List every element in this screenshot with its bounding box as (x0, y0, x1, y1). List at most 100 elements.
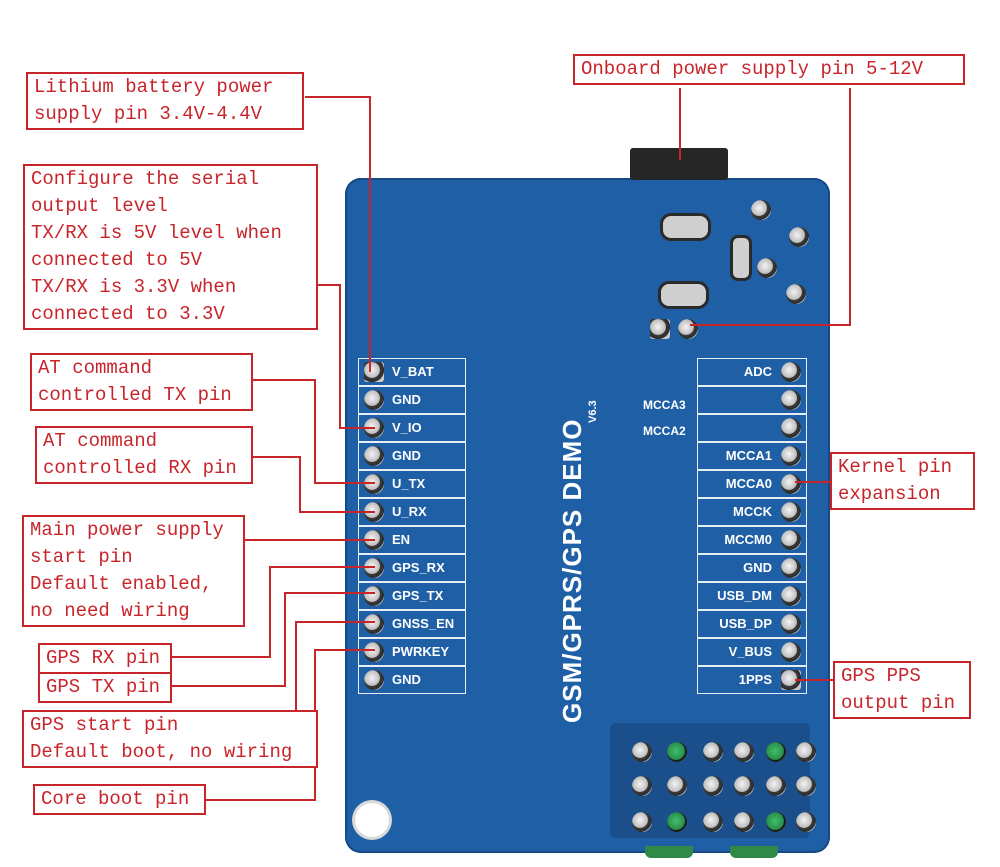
right-pin-row: MCCA0 (697, 470, 807, 498)
right-pin-row: MCCM0 (697, 526, 807, 554)
left-pin-row: GND (358, 386, 466, 414)
pin-label: EN (392, 532, 411, 547)
connector-pad (632, 812, 652, 832)
pin-pad (364, 642, 384, 662)
left-pin-row: GND (358, 666, 466, 694)
pin-pad (781, 418, 801, 438)
pin-label: V_BAT (392, 364, 434, 379)
pin-pad (364, 670, 384, 690)
slot-pad (658, 281, 709, 309)
pin-pad (364, 614, 384, 634)
connector-pad (734, 742, 754, 762)
leader-at-tx (253, 379, 375, 484)
pin-label: GND (392, 392, 421, 407)
callout-gps-start: GPS start pin Default boot, no wiring (22, 710, 318, 768)
pin-label: U_TX (392, 476, 426, 491)
left-pin-row: U_TX (358, 470, 466, 498)
connector-pad (766, 812, 786, 832)
pin-label: MCCK (733, 504, 772, 519)
pin-label: MCCA1 (725, 448, 772, 463)
pin-label: 1PPS (738, 672, 772, 687)
pin-pad (781, 446, 801, 466)
right-pin-row: USB_DP (697, 610, 807, 638)
connector-pad (796, 776, 816, 796)
callout-at-rx: AT command controlled RX pin (35, 426, 253, 484)
right-pin-row (697, 386, 807, 414)
slot-pad (730, 235, 752, 281)
left-pin-row: PWRKEY (358, 638, 466, 666)
connector-pad (766, 742, 786, 762)
right-pin-row: MCCA1 (697, 442, 807, 470)
pin-label: V_IO (392, 420, 422, 435)
connector-pad (766, 776, 786, 796)
pin-pad (781, 558, 801, 578)
leader-gps-rx (172, 566, 375, 658)
callout-onboard-power: Onboard power supply pin 5-12V (573, 54, 965, 85)
right-pin-row (697, 414, 807, 442)
pin-label: GNSS_EN (392, 616, 455, 631)
pin-pad (781, 362, 801, 382)
connector-pad (667, 742, 687, 762)
connector-pad (796, 742, 816, 762)
pin-pad (364, 446, 384, 466)
pin-label: MCCA0 (725, 476, 772, 491)
pin-label: GND (392, 448, 421, 463)
right-pin-row: GND (697, 554, 807, 582)
pin-pad (781, 614, 801, 634)
connector-pad (703, 742, 723, 762)
connector-pad (796, 812, 816, 832)
left-pin-row: GNSS_EN (358, 610, 466, 638)
connector-pad (703, 776, 723, 796)
right-pin-row: ADC (697, 358, 807, 386)
pin-pad (781, 670, 801, 690)
connector-pad (734, 812, 754, 832)
leader-serial-level (318, 284, 375, 429)
pin-label: GPS_TX (392, 588, 444, 603)
connector-pad (734, 776, 754, 796)
left-pin-row: U_RX (358, 498, 466, 526)
mounting-hole (355, 803, 389, 837)
power-pad (650, 319, 670, 339)
audio-jack (730, 846, 778, 858)
mcca3-label: MCCA3 (643, 398, 686, 412)
callout-kernel-pin: Kernel pin expansion (830, 452, 975, 510)
callout-main-power: Main power supply start pin Default enab… (22, 515, 245, 627)
via-pad (751, 200, 771, 220)
pin-label: MCCM0 (724, 532, 772, 547)
pin-label: V_BUS (728, 644, 772, 659)
pin-label: USB_DM (717, 588, 772, 603)
via-pad (757, 258, 777, 278)
callout-at-tx: AT command controlled TX pin (30, 353, 253, 411)
callout-gps-rx: GPS RX pin (38, 643, 172, 674)
leader-at-rx (253, 456, 375, 513)
leader-gps-tx (172, 592, 375, 687)
pin-pad (781, 586, 801, 606)
right-pin-row: MCCK (697, 498, 807, 526)
pin-label: GPS_RX (392, 560, 445, 575)
mcca2-label: MCCA2 (643, 424, 686, 438)
callout-serial-level: Configure the serial output level TX/RX … (23, 164, 318, 330)
pin-pad (781, 642, 801, 662)
leader-lithium-battery (305, 96, 371, 372)
connector-pad (703, 812, 723, 832)
pin-pad (781, 390, 801, 410)
via-pad (789, 227, 809, 247)
pin-pad (781, 474, 801, 494)
pin-label: U_RX (392, 504, 427, 519)
connector-pad (632, 776, 652, 796)
left-pin-row: GPS_TX (358, 582, 466, 610)
leader-gps-start (295, 621, 375, 713)
right-pin-row: V_BUS (697, 638, 807, 666)
pin-pad (364, 586, 384, 606)
callout-lithium-battery: Lithium battery power supply pin 3.4V-4.… (26, 72, 304, 130)
pin-label: GND (743, 560, 772, 575)
pin-label: GND (392, 672, 421, 687)
connector-pad (632, 742, 652, 762)
connector-pad (667, 776, 687, 796)
via-pad (786, 284, 806, 304)
pin-pad (364, 390, 384, 410)
callout-gps-tx: GPS TX pin (38, 672, 172, 703)
left-pin-row: GND (358, 442, 466, 470)
